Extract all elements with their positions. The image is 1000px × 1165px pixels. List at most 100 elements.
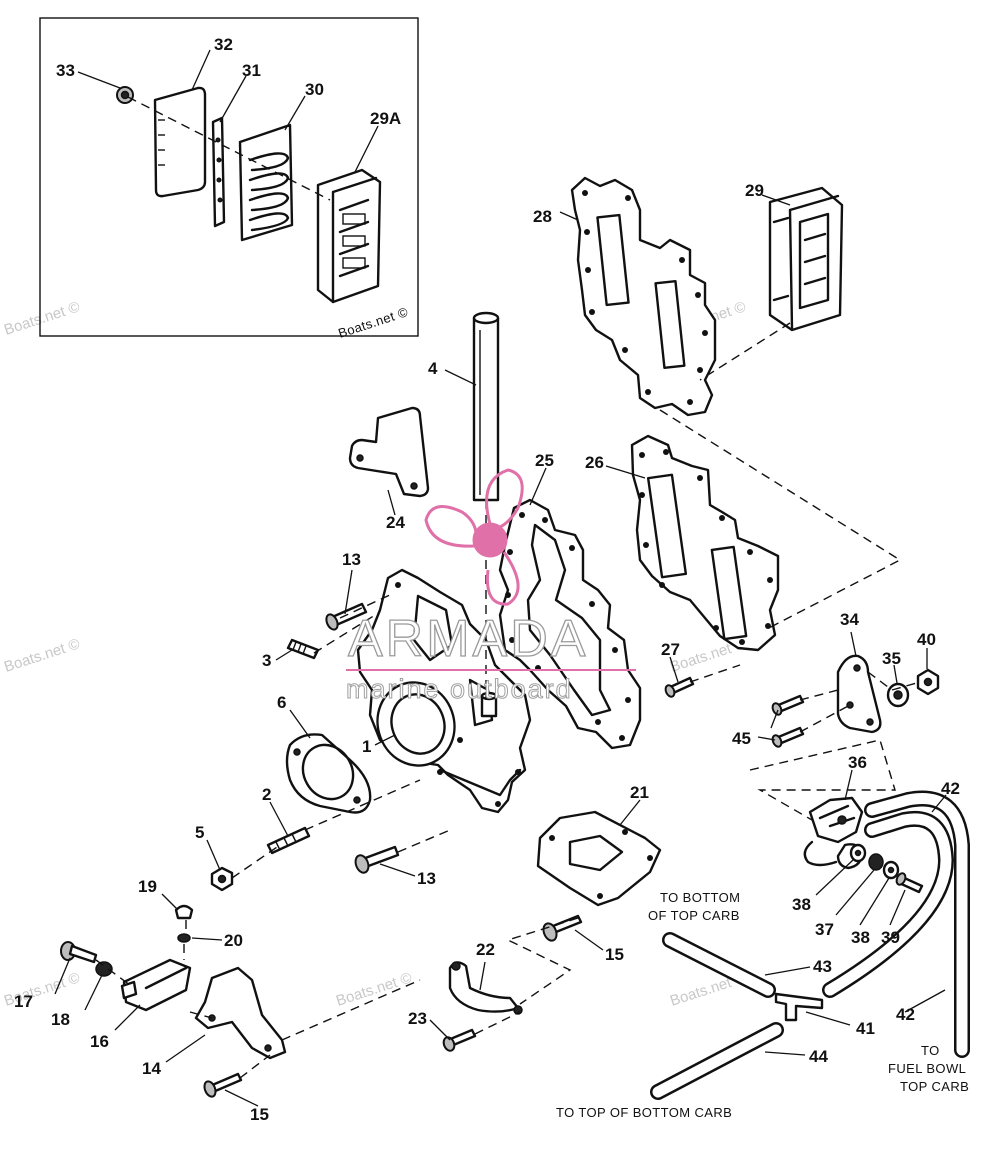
callout-3: 3 [262,651,271,670]
callout-35: 35 [882,649,901,668]
part-15-screw-upper [542,914,583,942]
leader-lines [54,194,947,1107]
callout-16: 16 [90,1032,109,1051]
note-top-of-bottom-carb: TO TOP OF BOTTOM CARB [556,1105,732,1120]
callout-27: 27 [661,640,680,659]
callout-42-upper: 42 [941,779,960,798]
part-42-hose [822,790,970,1058]
callout-15-upper: 15 [605,945,624,964]
callout-19: 19 [138,877,157,896]
part-29a-reed-block [316,168,382,304]
part-36-valve [803,796,864,870]
callout-13-lower: 13 [417,869,436,888]
part-38-washer-left [849,843,867,863]
part-15-screw-lower [203,1072,243,1098]
armada-logo-watermark: ARMADA marine outboard [346,468,636,705]
watermark-text: Boats.net © [334,969,414,1009]
callout-23: 23 [408,1009,427,1028]
note-fuel-bowl-line2: FUEL BOWL [888,1061,966,1076]
callout-32: 32 [214,35,233,54]
part-18-nut [95,961,113,977]
watermark-text: Boats.net © [2,635,82,675]
note-bottom-of-top-carb-line1: TO BOTTOM [660,890,740,905]
part-17-screw [60,941,98,964]
part-22-clamp [448,961,523,1015]
callout-30: 30 [305,80,324,99]
part-41-tee-fitting [774,992,824,1022]
propeller-logo-icon [424,468,524,606]
part-39-screw [895,872,924,894]
callout-1: 1 [362,737,371,756]
callout-33: 33 [56,61,75,80]
part-24-bracket [348,406,430,498]
part-26-gasket [630,434,780,652]
part-16-switch [120,958,192,1012]
part-19-cap [174,904,194,920]
part-1-intake-manifold [356,568,532,814]
part-27-screw [664,676,695,698]
callout-20: 20 [224,931,243,950]
part-29-reed-block [768,186,844,332]
part-28-gasket [570,176,717,417]
callout-36: 36 [848,753,867,772]
part-3-pin [286,638,320,660]
callout-14: 14 [142,1059,161,1078]
callout-4: 4 [428,359,438,378]
callout-21: 21 [630,783,649,802]
callout-6: 6 [277,693,286,712]
part-32-reed-stop [153,86,207,198]
callout-24: 24 [386,513,405,532]
part-31-strip [211,116,226,228]
note-fuel-bowl-line1: TO [921,1043,940,1058]
callout-26: 26 [585,453,604,472]
watermark-text: Boats.net © [2,298,82,338]
callout-18: 18 [51,1010,70,1029]
callout-5: 5 [195,823,204,842]
callout-29: 29 [745,181,764,200]
logo-sub-text: marine outboard [346,674,573,704]
callout-2: 2 [262,785,271,804]
callout-34: 34 [840,610,859,629]
callout-28: 28 [533,207,552,226]
part-40-nut [916,668,940,696]
callout-29a: 29A [370,109,401,128]
callout-25: 25 [535,451,554,470]
part-25-gasket [498,498,642,750]
note-fuel-bowl-line3: TOP CARB [900,1079,969,1094]
logo-main-text: ARMADA [348,610,588,668]
callout-17: 17 [14,992,33,1011]
callout-37: 37 [815,920,834,939]
part-13-screw-lower [354,845,400,874]
inset-reed-detail: Boats.net © [39,17,419,341]
callout-41: 41 [856,1019,875,1038]
part-5-nut [210,866,234,892]
callout-44: 44 [809,1047,828,1066]
callout-13-upper: 13 [342,550,361,569]
part-23-screw [442,1028,477,1052]
callout-22: 22 [476,940,495,959]
note-bottom-of-top-carb-line2: OF TOP CARB [648,908,740,923]
part-30-reed-petals [238,123,294,242]
part-4-tube [472,311,500,502]
part-38-washer-right [882,860,900,880]
callout-38-left: 38 [792,895,811,914]
callout-42-lower: 42 [896,1005,915,1024]
callout-38-right: 38 [851,928,870,947]
part-34-bracket [836,654,882,734]
part-21-adapter [536,810,662,907]
callout-43: 43 [813,957,832,976]
assembly-axis [127,96,331,201]
callout-15-lower: 15 [250,1105,269,1124]
part-2-stud [266,826,311,855]
inset-frame [39,17,419,337]
part-20-ring [177,933,191,943]
part-33-screw [116,86,134,104]
part-43-hose [662,932,776,998]
callout-labels: 33 32 31 30 29A 28 29 4 24 25 26 13 3 6 … [14,35,960,1124]
callout-31: 31 [242,61,261,80]
part-44-hose [650,1022,784,1100]
part-35-washer [886,682,910,708]
part-37-grommet [868,853,884,871]
part-6-gasket [285,733,372,814]
